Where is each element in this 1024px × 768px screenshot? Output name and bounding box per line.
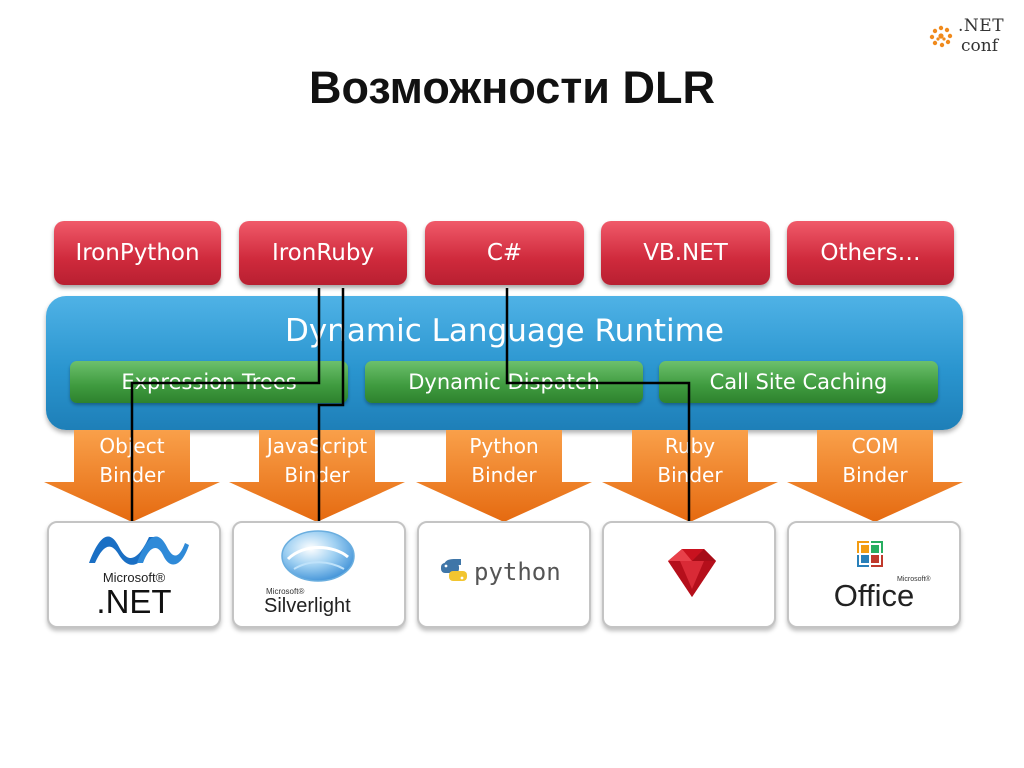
silverlight-microsoft-text: Microsoft® — [266, 587, 305, 596]
dlr-panel: Dynamic Language Runtime Expression Tree… — [46, 296, 963, 430]
service-dynamic-dispatch: Dynamic Dispatch — [365, 361, 643, 403]
language-box-vbnet: VB.NET — [601, 221, 770, 285]
platform-python: python — [417, 521, 591, 628]
page-title: Возможности DLR — [309, 62, 715, 113]
binder-label-line1: JavaScript — [266, 434, 368, 458]
office-icon — [857, 541, 883, 567]
service-call-site-caching: Call Site Caching — [659, 361, 938, 403]
dotnet-microsoft-text: Microsoft® — [102, 570, 166, 585]
binder-label-line1: Python — [469, 434, 539, 458]
office-microsoft-text: Microsoft® — [897, 576, 931, 583]
binder-label-line1: Ruby — [664, 434, 716, 458]
binder-label-line2: Binder — [284, 463, 350, 487]
binder-label-line1: Object — [99, 434, 165, 458]
dotnet-conf-logo: .NET conf — [928, 14, 1008, 64]
platform-ruby — [602, 521, 776, 628]
binder-label-line2: Binder — [471, 463, 537, 487]
language-box-ironpython: IronPython — [54, 221, 221, 285]
binder-label-object: Object Binder — [44, 432, 220, 490]
conf-logo-conf: conf — [961, 36, 998, 56]
python-name: python — [474, 558, 561, 586]
silverlight-name: Silverlight — [264, 595, 351, 617]
ruby-gem-icon — [668, 549, 716, 597]
office-name: Office — [833, 578, 915, 613]
platform-office: Microsoft® Office — [787, 521, 961, 628]
binder-label-line2: Binder — [842, 463, 908, 487]
dotnet-name: .NET — [96, 583, 172, 620]
service-expression-trees: Expression Trees — [70, 361, 348, 403]
binder-label-ruby: Ruby Binder — [602, 432, 778, 490]
binder-label-python: Python Binder — [416, 432, 592, 490]
binder-label-line1: COM — [851, 434, 899, 458]
language-box-others: Others… — [787, 221, 954, 285]
platform-dotnet: Microsoft® .NET — [47, 521, 221, 628]
silverlight-orb-icon — [281, 530, 355, 582]
dlr-title: Dynamic Language Runtime — [285, 313, 724, 349]
binder-label-line2: Binder — [99, 463, 165, 487]
dotnet-wave-icon — [89, 536, 189, 565]
binder-label-line2: Binder — [657, 463, 723, 487]
binder-label-javascript: JavaScript Binder — [229, 432, 405, 490]
language-box-ironruby: IronRuby — [239, 221, 407, 285]
python-snake-icon — [441, 559, 467, 581]
conf-logo-net: .NET — [958, 16, 1005, 36]
platform-silverlight: Microsoft® Silverlight — [232, 521, 406, 628]
binder-label-com: COM Binder — [787, 432, 963, 490]
conf-dots-icon — [929, 25, 953, 48]
language-box-csharp: C# — [425, 221, 584, 285]
binder-arrow-com — [787, 430, 963, 522]
